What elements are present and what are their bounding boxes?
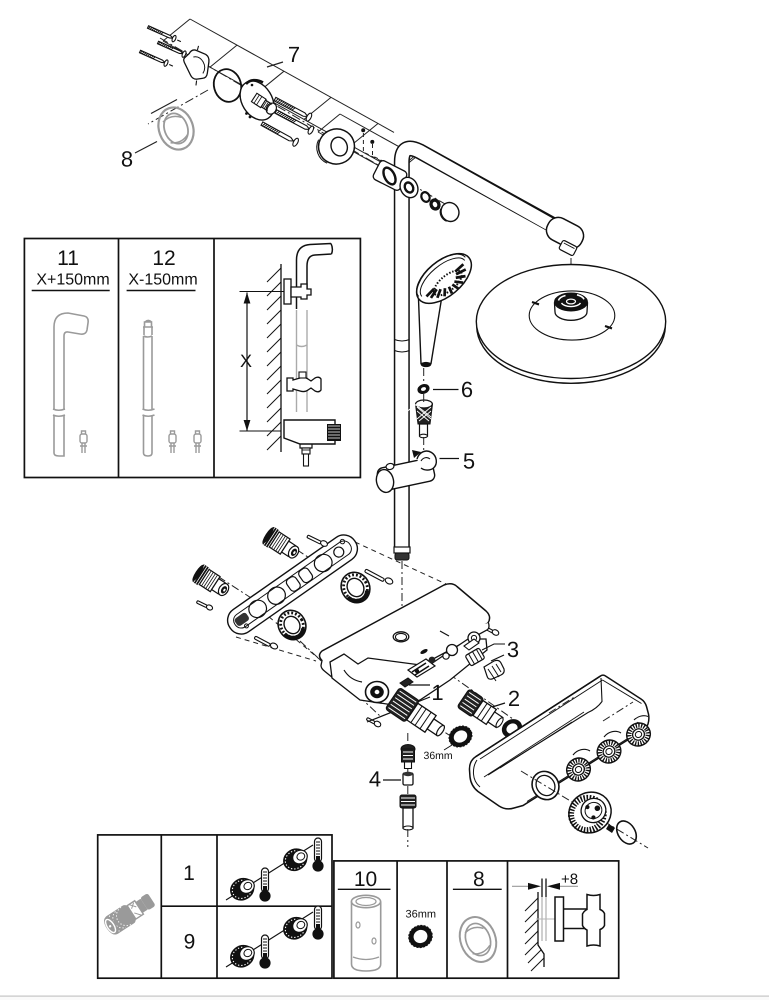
svg-text:36mm: 36mm [424, 750, 453, 762]
svg-text:10: 10 [354, 868, 377, 891]
svg-text:X+150mm: X+150mm [36, 272, 109, 289]
svg-text:X: X [240, 351, 252, 371]
svg-text:8: 8 [121, 147, 133, 172]
svg-text:1: 1 [183, 862, 195, 885]
svg-text:5: 5 [463, 449, 475, 474]
svg-text:12: 12 [152, 247, 175, 270]
svg-text:+8: +8 [561, 871, 578, 888]
svg-text:11: 11 [57, 247, 79, 270]
svg-text:3: 3 [507, 637, 519, 662]
svg-text:X-150mm: X-150mm [128, 272, 197, 289]
svg-text:36mm: 36mm [406, 909, 437, 921]
svg-text:7: 7 [288, 42, 300, 67]
svg-text:2: 2 [508, 686, 520, 711]
svg-text:4: 4 [369, 767, 381, 792]
svg-text:8: 8 [473, 868, 485, 891]
svg-text:1: 1 [431, 680, 443, 705]
svg-text:9: 9 [184, 931, 196, 954]
svg-text:6: 6 [461, 377, 473, 402]
